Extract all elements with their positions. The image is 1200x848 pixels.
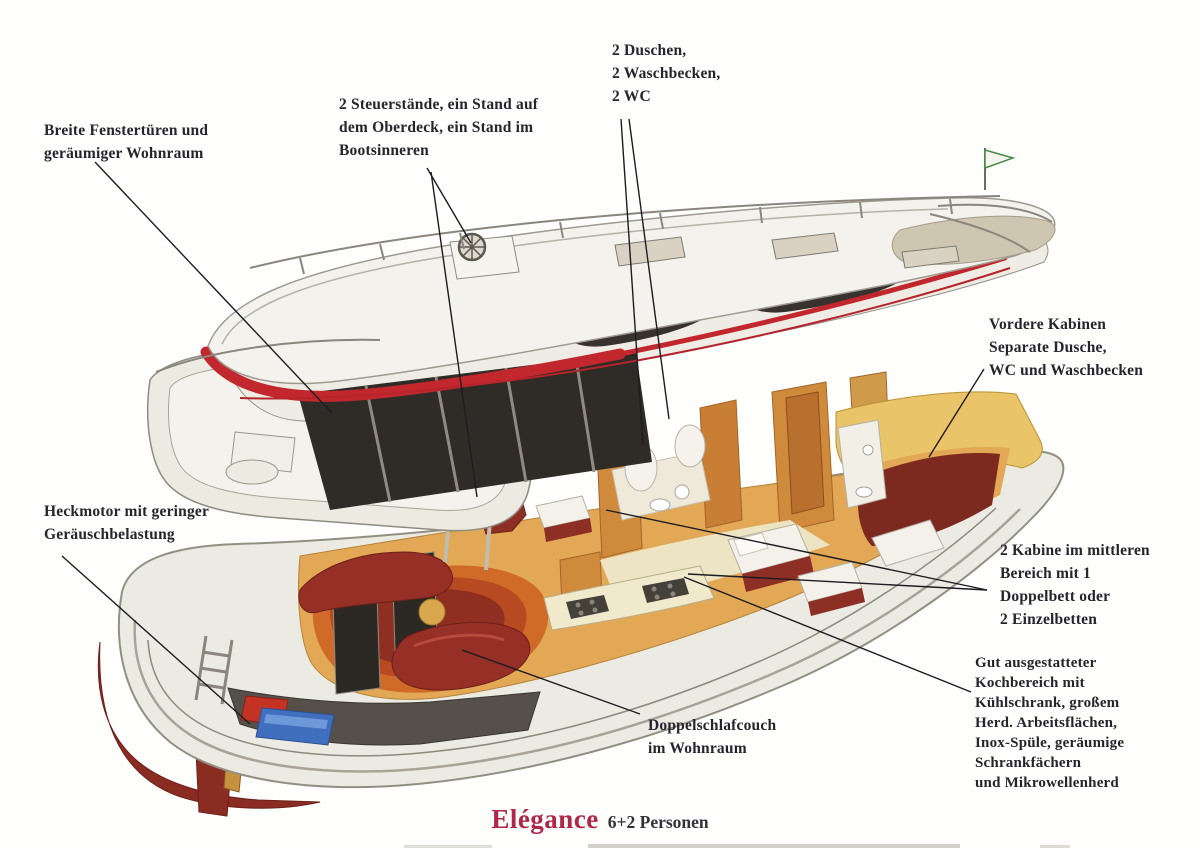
leader-doppelschlafcouch — [461, 649, 641, 715]
label-wide-window-doors: Breite Fenstertüren und geräumiger Wohnr… — [44, 122, 209, 162]
railing-aft — [155, 338, 381, 373]
shower-stall-2 — [674, 424, 706, 468]
leader-steuer-innen — [430, 171, 478, 498]
leader-heckmotor — [61, 555, 251, 725]
aft-deck-seat — [225, 459, 279, 485]
roof-hatch-3 — [901, 245, 960, 269]
toilet-bow — [855, 486, 873, 498]
model-name: Elégance — [491, 804, 599, 834]
upper-deck-boat — [146, 148, 1056, 532]
gunwale-rim-inner — [147, 507, 997, 757]
page-bottom-crop-strip — [588, 844, 960, 848]
steering-wheel-upper-spokes — [459, 234, 485, 260]
couch-cushion-line — [413, 633, 505, 648]
bed-a-footboard — [742, 556, 814, 592]
washbasin-bow — [862, 444, 874, 456]
burner-dots — [575, 583, 676, 616]
label-middle-cabins: 2 Kabine im mittleren Bereich mit 1 Dopp… — [1000, 542, 1150, 628]
leader-kochbereich — [683, 576, 972, 693]
bed-b-footboard — [808, 588, 865, 616]
cabin-door — [785, 391, 825, 515]
partition-b — [699, 399, 743, 529]
label-galley: Gut ausgestatteter Kochbereich mit Kühls… — [975, 655, 1125, 791]
bow-bed-white — [871, 519, 945, 567]
railing-bow — [929, 203, 1053, 253]
cooktop-1 — [566, 595, 609, 619]
leader-kabine-1 — [605, 509, 988, 591]
roof-hatch-1 — [614, 236, 686, 267]
leader-kabine-2 — [687, 573, 988, 591]
leader-vordere-kabinen — [928, 368, 985, 458]
leader-lines — [61, 118, 988, 725]
label-stern-motor: Heckmotor mit geringer Geräuschbelastung — [44, 503, 210, 543]
label-showers-wc: 2 Duschen, 2 Waschbecken, 2 WC — [612, 42, 721, 105]
bow-berth-red — [857, 453, 1000, 546]
railing-far — [249, 195, 1001, 269]
leader-duschen-1 — [620, 118, 644, 446]
double-sleeper-couch — [391, 621, 531, 691]
leader-fenstertueren — [94, 161, 333, 414]
label-front-cabins: Vordere Kabinen Separate Dusche, WC und … — [989, 316, 1144, 379]
washbasin-mid — [674, 484, 690, 500]
leader-duschen-2 — [628, 118, 670, 420]
gunwale-rim-outer — [133, 508, 1021, 773]
red-pinstripe — [239, 267, 1011, 400]
railing-stanchions-far — [299, 198, 953, 275]
roof-hatch-2 — [771, 232, 839, 260]
model-title: Elégance 6+2 Personen — [0, 804, 1200, 835]
companion-seat-base — [544, 518, 592, 542]
hull-underwater — [97, 641, 321, 809]
model-capacity: 6+2 Personen — [607, 812, 709, 832]
label-double-sleeper-couch: Doppelschlafcouch im Wohnraum — [648, 717, 777, 757]
label-steering-stations: 2 Steuerstände, ein Stand auf dem Oberde… — [339, 96, 539, 159]
toilet-mid — [649, 498, 671, 512]
saloon-table — [418, 598, 446, 626]
dinette-bench — [298, 551, 453, 614]
stern-ladder — [194, 635, 234, 705]
page-bottom-crop-strip — [1040, 845, 1070, 848]
leader-steuer-oberdeck — [426, 167, 472, 244]
cooktop-2 — [642, 578, 689, 603]
engine-highlight — [264, 714, 328, 729]
bow-bathroom — [837, 419, 887, 509]
lower-hull-boat — [97, 371, 1065, 817]
page-bottom-crop-strip — [404, 845, 492, 848]
red-band-bow — [617, 255, 1008, 357]
flag-icon — [984, 149, 1016, 170]
